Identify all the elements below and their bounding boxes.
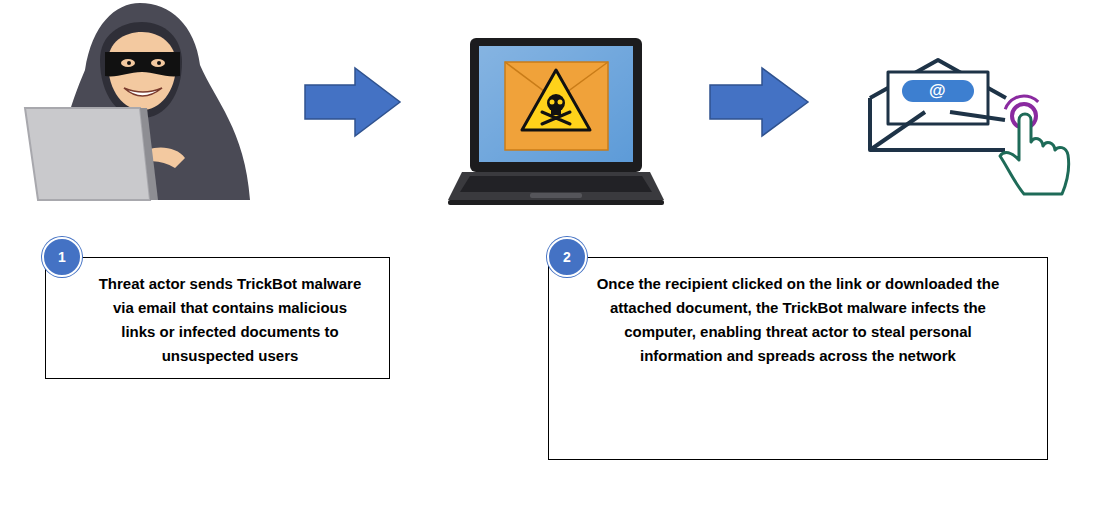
- step-box: Threat actor sends TrickBot malware via …: [45, 257, 390, 379]
- hacker-figure: [25, 3, 250, 200]
- step-text: Threat actor sends TrickBot malware via …: [96, 272, 364, 368]
- email-at-sign: @: [929, 82, 946, 100]
- callout-number: 2: [547, 237, 587, 277]
- callout-number-text: 2: [563, 249, 571, 265]
- email-icon: [870, 60, 1006, 150]
- flow-arrow: [305, 68, 400, 136]
- pointing-hand: [998, 90, 1068, 194]
- flow-arrow: [710, 68, 808, 136]
- step-box: Once the recipient clicked on the link o…: [548, 257, 1048, 460]
- callout-number: 1: [42, 237, 82, 277]
- step-text: Once the recipient clicked on the link o…: [589, 272, 1007, 368]
- infected-laptop: [448, 38, 664, 205]
- callout-number-text: 1: [58, 249, 66, 265]
